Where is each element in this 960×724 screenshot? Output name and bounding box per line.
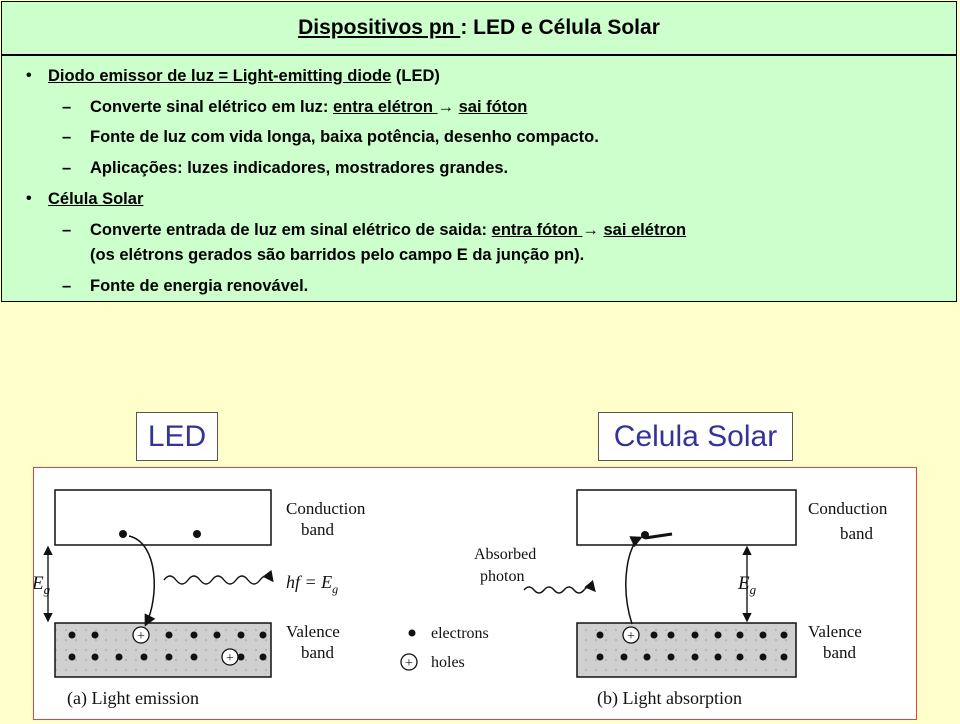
electron-dot [119, 530, 127, 538]
led-item-1-u2: sai fóton [458, 98, 528, 116]
title-underlined: Dispositivos pn [298, 16, 461, 39]
dash: – [62, 221, 72, 239]
led-item-1-prefix: Converte sinal elétrico em luz: [90, 98, 333, 116]
valence-band-label-b-2: band [823, 643, 857, 662]
arrow-icon: → [437, 98, 455, 116]
transition-arrow-a [128, 535, 156, 627]
solar-item-1-u1: entra fóton [491, 221, 583, 239]
solar-item-2: Fonte de energia renovável. [90, 277, 309, 295]
conduction-band-label-b-1: Conduction [808, 499, 888, 518]
absorbed-photon-label-2: photon [480, 568, 524, 585]
arrow-icon: → [582, 221, 599, 239]
legend-holes: holes [431, 654, 465, 671]
caption-b: (b) Light absorption [597, 688, 742, 709]
dash: – [62, 159, 72, 177]
valence-band-label-b-1: Valence [808, 622, 862, 641]
bullet-dot: • [26, 67, 32, 84]
dash: – [62, 128, 72, 146]
legend-electron-dot [408, 629, 416, 637]
legend-electrons: electrons [431, 625, 489, 642]
title-rest: : LED e Célula Solar [460, 16, 660, 39]
hole-plus: + [226, 651, 234, 666]
caption-a: (a) Light emission [67, 688, 199, 709]
led-heading-rest: (LED) [391, 67, 440, 85]
led-item-1: Converte sinal elétrico em luz: entra el… [90, 98, 527, 117]
title-box: Dispositivos pn : LED e Célula Solar [1, 1, 957, 55]
legend-hole-plus: + [405, 656, 413, 671]
electron-dot [193, 530, 201, 538]
emission-formula: hf = Eg [286, 572, 338, 596]
solar-heading: Célula Solar [48, 190, 143, 209]
hole-symbol [622, 626, 640, 644]
dash: – [62, 98, 72, 116]
valence-band-a [54, 622, 272, 678]
bullet-dot: • [26, 190, 32, 207]
hole-symbol [221, 648, 239, 666]
led-item-1-u1: entra elétron [333, 98, 438, 116]
photon-wave-b [523, 579, 596, 594]
dash: – [62, 277, 72, 295]
photon-wave-a [163, 569, 274, 585]
conduction-band-label-b-2: band [840, 524, 874, 543]
led-heading-underlined: Diodo emissor de luz = Light-emitting di… [48, 67, 392, 85]
band-diagram-figure: + + Eg hf = Eg Conduction band Valence b… [31, 467, 917, 720]
led-item-3: Aplicações: luzes indicadores, mostrador… [90, 159, 509, 177]
solar-label: Celula Solar [598, 412, 793, 461]
solar-item-1-line2: (os elétrons gerados são barridos pelo c… [90, 246, 585, 264]
hole-plus: + [137, 629, 145, 644]
solar-heading-text: Célula Solar [48, 190, 144, 208]
hole-plus: + [627, 629, 635, 644]
valence-band-label-a-2: band [301, 643, 335, 662]
conduction-band-b [576, 489, 797, 546]
solar-item-1: Converte entrada de luz em sinal elétric… [90, 221, 686, 240]
led-heading: Diodo emissor de luz = Light-emitting di… [48, 67, 440, 86]
eg-label-b: Eg [737, 573, 757, 597]
eg-label-a: Eg [34, 573, 51, 597]
hole-symbol [132, 626, 150, 644]
conduction-band-label-a-2: band [301, 520, 335, 539]
page-title: Dispositivos pn : LED e Célula Solar [298, 16, 660, 40]
conduction-band-a [54, 489, 272, 546]
led-item-2: Fonte de luz com vida longa, baixa potên… [90, 128, 599, 146]
valence-electrons-b [596, 631, 788, 661]
transition-arrow-b [625, 536, 643, 625]
content-box: • Diodo emissor de luz = Light-emitting … [1, 55, 957, 302]
led-label: LED [136, 412, 218, 461]
legend-hole-symbol [400, 653, 418, 671]
band-diagram: + + Eg hf = Eg Conduction band Valence b… [31, 489, 888, 709]
absorbed-photon-label-1: Absorbed [474, 546, 536, 563]
solar-item-1-prefix: Converte entrada de luz em sinal elétric… [90, 221, 492, 239]
valence-electrons-a [68, 631, 267, 661]
valence-band-b [576, 622, 797, 678]
electron-move-arrow [644, 532, 673, 540]
solar-item-1-u2: sai elétron [603, 221, 687, 239]
valence-band-label-a-1: Valence [286, 622, 340, 641]
conduction-band-label-a-1: Conduction [286, 499, 366, 518]
